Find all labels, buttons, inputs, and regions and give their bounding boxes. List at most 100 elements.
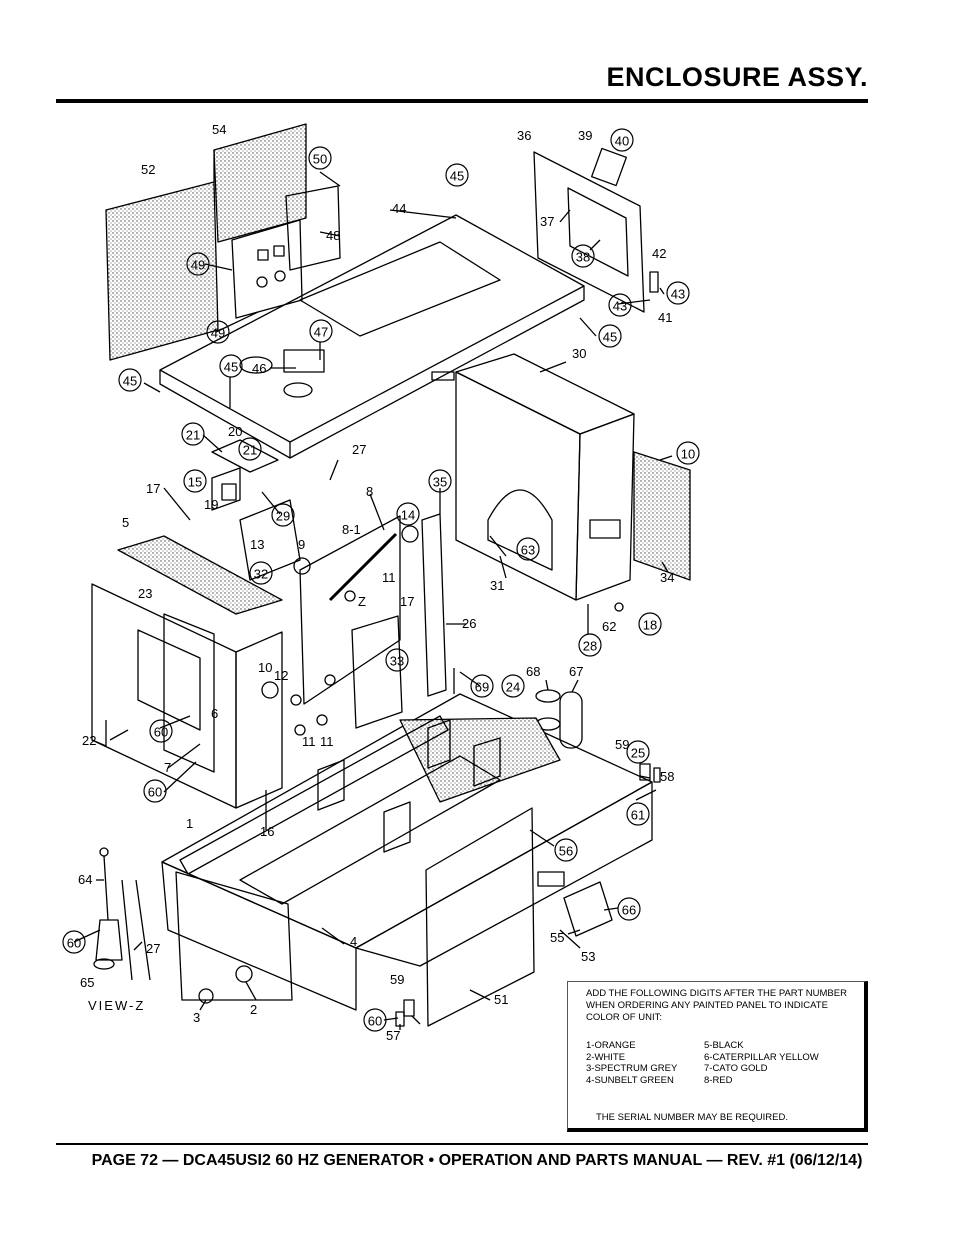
part-number-label: 1 bbox=[186, 816, 193, 831]
callout-number: 21 bbox=[186, 428, 200, 443]
part-number-label: 44 bbox=[392, 201, 406, 216]
callout-number: 32 bbox=[254, 567, 268, 582]
callout-number: 29 bbox=[276, 509, 290, 524]
callout-circle bbox=[219, 354, 243, 378]
part-number-label: 7 bbox=[164, 760, 171, 775]
page-footer: PAGE 72 — DCA45USI2 60 HZ GENERATOR • OP… bbox=[91, 1152, 863, 1169]
part-number-label: 57 bbox=[386, 1028, 400, 1043]
callout-circle bbox=[470, 674, 494, 698]
callout-number: 25 bbox=[631, 746, 645, 761]
part-number-label: 39 bbox=[578, 128, 592, 143]
callout-number: 15 bbox=[188, 475, 202, 490]
callout-circle bbox=[428, 469, 452, 493]
part-number-label: 8-1 bbox=[342, 522, 361, 537]
callout-circle bbox=[571, 244, 595, 268]
part-number-label: 42 bbox=[652, 246, 666, 261]
part-number-label: 65 bbox=[80, 975, 94, 990]
note-color-item: 6-CATERPILLAR YELLOW bbox=[704, 1051, 819, 1063]
callout-number: 50 bbox=[313, 152, 327, 167]
callout-number: 49 bbox=[191, 258, 205, 273]
callout-circle bbox=[183, 469, 207, 493]
callout-number: 10 bbox=[681, 447, 695, 462]
callout-circle bbox=[249, 561, 273, 585]
note-heading: ADD THE FOLLOWING DIGITS AFTER THE PART … bbox=[586, 988, 847, 1023]
callout-circle bbox=[610, 128, 634, 152]
part-number-label: 27 bbox=[146, 941, 160, 956]
part-number-label: 53 bbox=[581, 949, 595, 964]
diagram-linework bbox=[73, 123, 691, 1030]
callout-circle bbox=[626, 802, 650, 826]
part-number-label: 11 bbox=[382, 570, 396, 585]
part-number-label: 4 bbox=[350, 934, 357, 949]
callout-number: 43 bbox=[671, 287, 685, 302]
part-number-label: 46 bbox=[252, 361, 266, 376]
part-number-label: 11 bbox=[320, 734, 334, 749]
note-color-item: 5-BLACK bbox=[704, 1040, 744, 1051]
part-number-label: 11 bbox=[302, 734, 316, 749]
part-number-label: 3 bbox=[193, 1010, 200, 1025]
callout-number: 24 bbox=[506, 680, 520, 695]
part-number-label: 20 bbox=[228, 424, 242, 439]
part-number-label: 34 bbox=[660, 570, 674, 585]
callout-circle bbox=[626, 740, 650, 764]
callout-number: 47 bbox=[314, 325, 328, 340]
part-number-label: 27 bbox=[352, 442, 366, 457]
callout-circle bbox=[501, 674, 525, 698]
callout-circle bbox=[516, 537, 540, 561]
callout-circle bbox=[638, 612, 662, 636]
part-number-label: 31 bbox=[490, 578, 504, 593]
callout-circle bbox=[554, 838, 578, 862]
part-number-label: 30 bbox=[572, 346, 586, 361]
part-number-label: 2 bbox=[250, 1002, 257, 1017]
note-color-item: 1-ORANGE bbox=[586, 1040, 636, 1051]
callout-circle bbox=[666, 281, 690, 305]
callout-number: 21 bbox=[243, 443, 257, 458]
part-number-label: 37 bbox=[540, 214, 554, 229]
callout-number: 69 bbox=[475, 680, 489, 695]
bottom-rule bbox=[56, 1143, 868, 1145]
callout-number: 56 bbox=[559, 844, 573, 859]
callout-number: 66 bbox=[622, 903, 636, 918]
top-rule bbox=[56, 99, 868, 103]
part-number-label: 54 bbox=[212, 122, 226, 137]
callout-circle bbox=[181, 422, 205, 446]
part-number-label: 5 bbox=[122, 515, 129, 530]
paint-color-note: ADD THE FOLLOWING DIGITS AFTER THE PART … bbox=[567, 981, 868, 1132]
part-number-label: 12 bbox=[274, 668, 288, 683]
callout-number: 33 bbox=[390, 654, 404, 669]
part-number-label: 8 bbox=[366, 484, 373, 499]
part-number-label: 13 bbox=[250, 537, 264, 552]
part-number-label: 17 bbox=[146, 481, 160, 496]
part-number-label: 59 bbox=[615, 737, 629, 752]
part-number-label: 9 bbox=[298, 537, 305, 552]
part-number-label: 22 bbox=[82, 733, 96, 748]
callout-circle bbox=[62, 930, 86, 954]
callout-circle bbox=[385, 648, 409, 672]
part-number-label: 48 bbox=[326, 228, 340, 243]
part-number-label: 36 bbox=[517, 128, 531, 143]
callout-circle bbox=[308, 146, 332, 170]
part-number-label: Z bbox=[358, 594, 366, 609]
part-number-label: 64 bbox=[78, 872, 92, 887]
part-number-label: 10 bbox=[258, 660, 272, 675]
callout-circle bbox=[271, 503, 295, 527]
part-number-label: 17 bbox=[400, 594, 414, 609]
part-number-label: 55 bbox=[550, 930, 564, 945]
callout-number: 60 bbox=[154, 725, 168, 740]
part-number-label: 58 bbox=[660, 769, 674, 784]
callout-circle bbox=[445, 163, 469, 187]
callout-number: 45 bbox=[450, 169, 464, 184]
callout-circle bbox=[149, 719, 173, 743]
note-color-item: 4-SUNBELT GREEN bbox=[586, 1074, 674, 1086]
part-number-label: 19 bbox=[204, 497, 218, 512]
callout-circle bbox=[118, 368, 142, 392]
callout-circle bbox=[608, 293, 632, 317]
part-number-label: 51 bbox=[494, 992, 508, 1007]
note-color-item: 7-CATO GOLD bbox=[704, 1063, 768, 1074]
callout-number: 43 bbox=[613, 299, 627, 314]
callout-number: 63 bbox=[521, 543, 535, 558]
part-number-label: 62 bbox=[602, 619, 616, 634]
callout-number: 18 bbox=[643, 618, 657, 633]
callout-circle bbox=[186, 252, 210, 276]
